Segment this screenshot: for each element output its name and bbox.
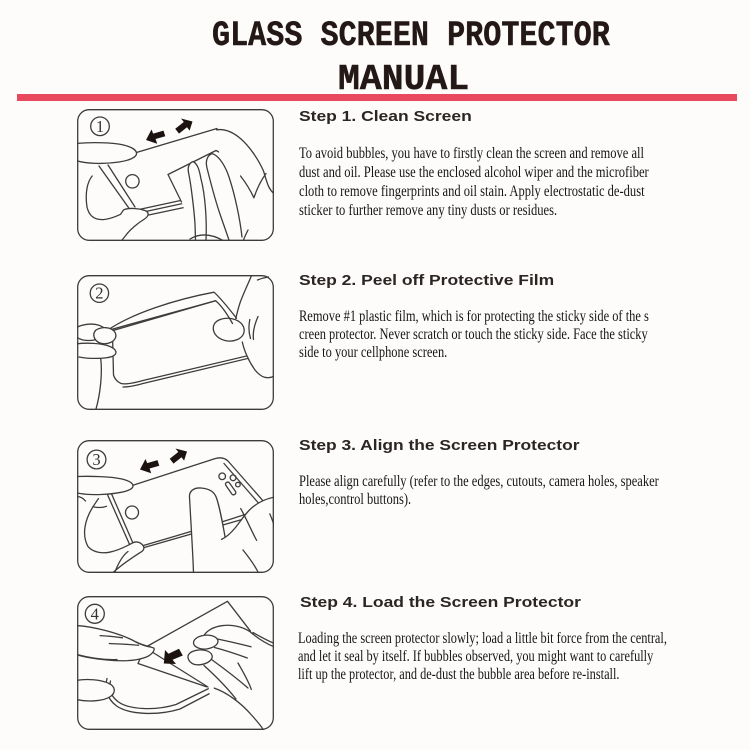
svg-text:2: 2	[95, 284, 103, 303]
svg-text:3: 3	[92, 450, 100, 469]
svg-text:1: 1	[96, 117, 104, 136]
svg-text:4: 4	[91, 604, 99, 623]
